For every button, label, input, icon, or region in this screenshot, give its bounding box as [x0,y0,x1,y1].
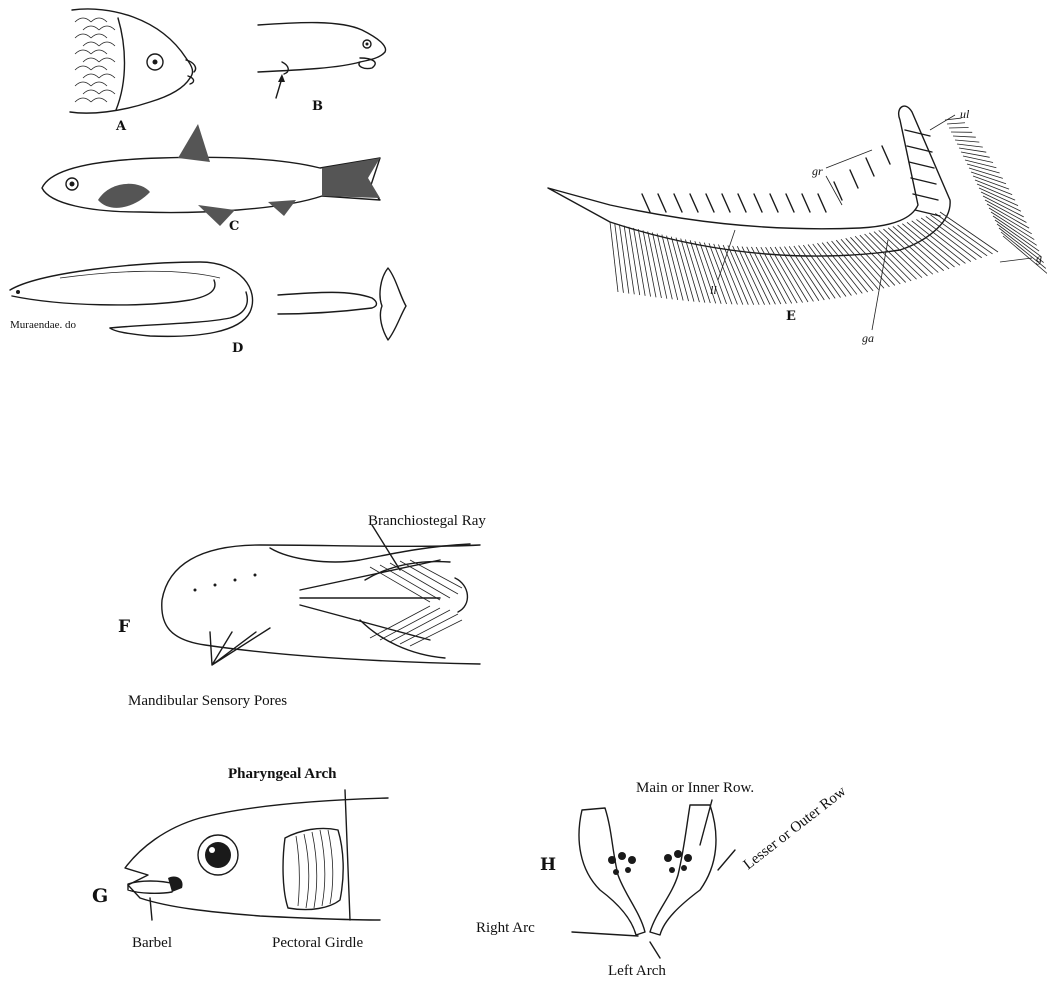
gill-filament [916,219,970,261]
panel-e-label-ul: ul [960,107,970,121]
panel-e-label-gr: gr [812,164,823,178]
gill-filament [808,245,846,297]
gill-filament [794,246,830,299]
panel-e-leader-g [1000,258,1032,262]
gill-filament [780,247,814,302]
gill-filament [615,223,624,293]
gill-filament [799,246,836,299]
panel-f-label-branchiostegal: Branchiostegal Ray [368,513,486,529]
panel-b-head-outline [258,23,386,98]
gill-filament [898,225,950,269]
gill-filament [634,228,646,296]
panel-h-letter: H [540,855,556,875]
panel-e-gill-arch [548,106,1047,305]
gill-filament [784,247,818,301]
gill-filament [624,226,634,295]
gill-filament [935,213,992,253]
gill-filament [977,184,1015,200]
panel-g-label-pectoral: Pectoral Girdle [272,935,364,951]
panel-b-letter: B [312,99,323,114]
gill-filament [989,208,1032,234]
gill-raker [754,194,762,212]
panel-h-label-outer-row: Lesser or Outer Row [741,783,850,873]
panel-h-label-main-row: Main or Inner Row. [636,780,754,796]
gill-raker [850,170,858,188]
panel-h-label-left-arch: Left Arch [608,963,666,979]
gill-raker [642,194,650,212]
panel-h-pharyngeal-arches [572,800,735,958]
gill-raker [802,194,810,212]
panel-e-letter: E [786,309,796,324]
panel-g-lateral-head [125,790,388,920]
gill-filament [926,216,982,257]
gill-filament [959,148,986,152]
gill-raker [905,130,930,136]
gill-rakers [642,130,940,216]
panel-d-letter: D [232,341,243,356]
gill-raker [915,210,940,216]
gill-raker [909,162,934,168]
panel-f-letter: F [118,617,130,637]
gill-raker [786,194,794,212]
gill-filament [718,244,742,304]
panel-a-carp-head [70,9,196,113]
gill-filament [610,222,618,292]
panel-e-label-ll: ll [710,283,717,297]
panel-e-leader-gr-1 [826,150,872,168]
gill-raker [882,146,890,164]
panel-e-label-ga: ga [862,331,874,345]
gill-filament [714,244,738,305]
gill-raker [866,158,874,176]
panel-f-ventral-head [162,525,480,665]
gill-raker [818,194,826,212]
gill-filament [676,238,694,302]
gill-filament [667,236,684,301]
gill-raker [658,194,666,212]
panel-f-label-mandibular: Mandibular Sensory Pores [128,693,287,709]
panel-a-letter: A [115,119,127,134]
gill-raker [674,194,682,212]
gill-filament [931,215,988,256]
gill-filament [893,226,944,270]
gill-filament [629,227,640,295]
gill-raker [722,194,730,212]
panel-e-leader-gr-2 [826,176,842,205]
panel-c-letter: C [229,219,239,234]
gill-filament [997,224,1041,257]
gill-filaments [610,118,1047,305]
gill-filament [681,239,700,303]
gill-filament [940,212,998,252]
gill-filament [955,140,979,142]
gill-filament [619,224,628,293]
panel-d-caption: Muraendae. do [10,319,76,331]
gill-filament [850,237,894,285]
panel-g-letter: G [92,885,108,907]
gill-filament [846,238,890,287]
gill-filament [921,218,976,260]
gill-filament [965,160,996,168]
gill-raker [706,194,714,212]
gill-raker [690,194,698,212]
gill-filament [789,246,824,300]
gill-filament [947,123,965,124]
gill-raker [738,194,746,212]
gill-filament [671,237,688,301]
gill-filament [953,136,976,137]
panel-h-label-right-arc: Right Arc [476,920,535,936]
panel-c-fish [42,124,380,226]
panel-g-label-pharyngeal: Pharyngeal Arch [228,766,337,782]
gill-filament [975,180,1012,195]
gill-raker [770,194,778,212]
gill-filament [803,245,840,297]
gill-filament [957,144,983,147]
panel-g-label-barbel: Barbel [132,935,172,951]
gill-raker [911,178,936,184]
panel-e-label-g: g [1036,251,1042,265]
gill-filament [949,127,969,128]
